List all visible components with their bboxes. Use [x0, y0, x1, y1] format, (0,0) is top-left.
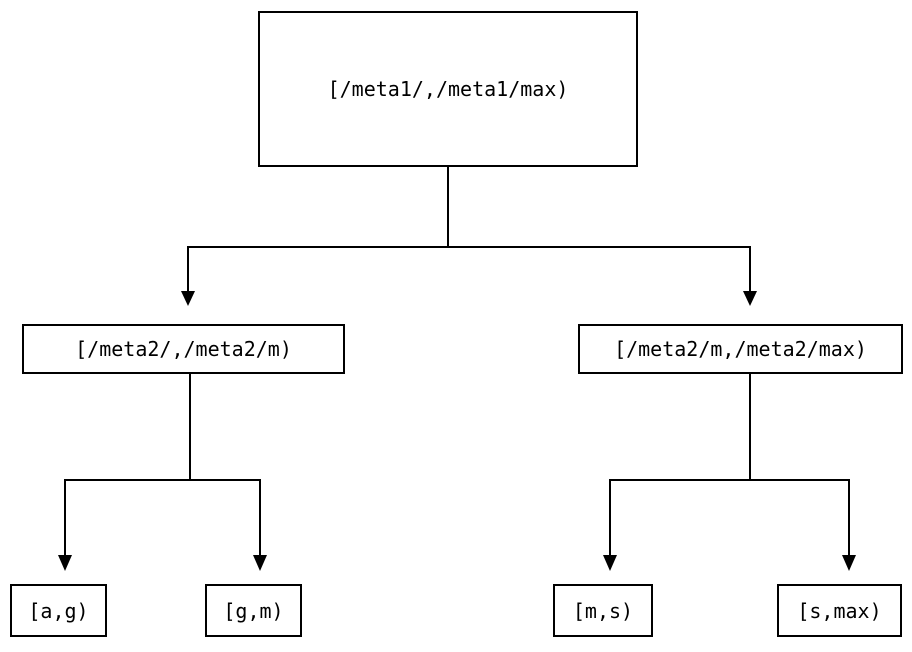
- node-leaf-g-m: [g,m): [205, 584, 302, 637]
- arrowhead-mid-left: [181, 291, 195, 306]
- node-root-label: [/meta1/,/meta1/max): [327, 77, 569, 101]
- node-mid-left: [/meta2/,/meta2/m): [22, 324, 345, 374]
- node-leaf-a-g-label: [a,g): [28, 598, 89, 623]
- node-mid-right-label: [/meta2/m,/meta2/max): [614, 337, 867, 361]
- arrowhead-leaf-3: [603, 555, 617, 571]
- arrowhead-mid-right: [743, 291, 757, 306]
- arrowhead-leaf-4: [842, 555, 856, 571]
- arrowhead-leaf-1: [58, 555, 72, 571]
- node-leaf-s-max-label: [s,max): [797, 598, 882, 623]
- node-leaf-a-g: [a,g): [10, 584, 107, 637]
- node-leaf-g-m-label: [g,m): [223, 598, 284, 623]
- node-leaf-m-s-label: [m,s): [572, 598, 634, 623]
- node-leaf-s-max: [s,max): [777, 584, 902, 637]
- arrowhead-leaf-2: [253, 555, 267, 571]
- node-mid-right: [/meta2/m,/meta2/max): [578, 324, 903, 374]
- node-mid-left-label: [/meta2/,/meta2/m): [75, 337, 292, 361]
- node-leaf-m-s: [m,s): [553, 584, 653, 637]
- node-root: [/meta1/,/meta1/max): [258, 11, 638, 167]
